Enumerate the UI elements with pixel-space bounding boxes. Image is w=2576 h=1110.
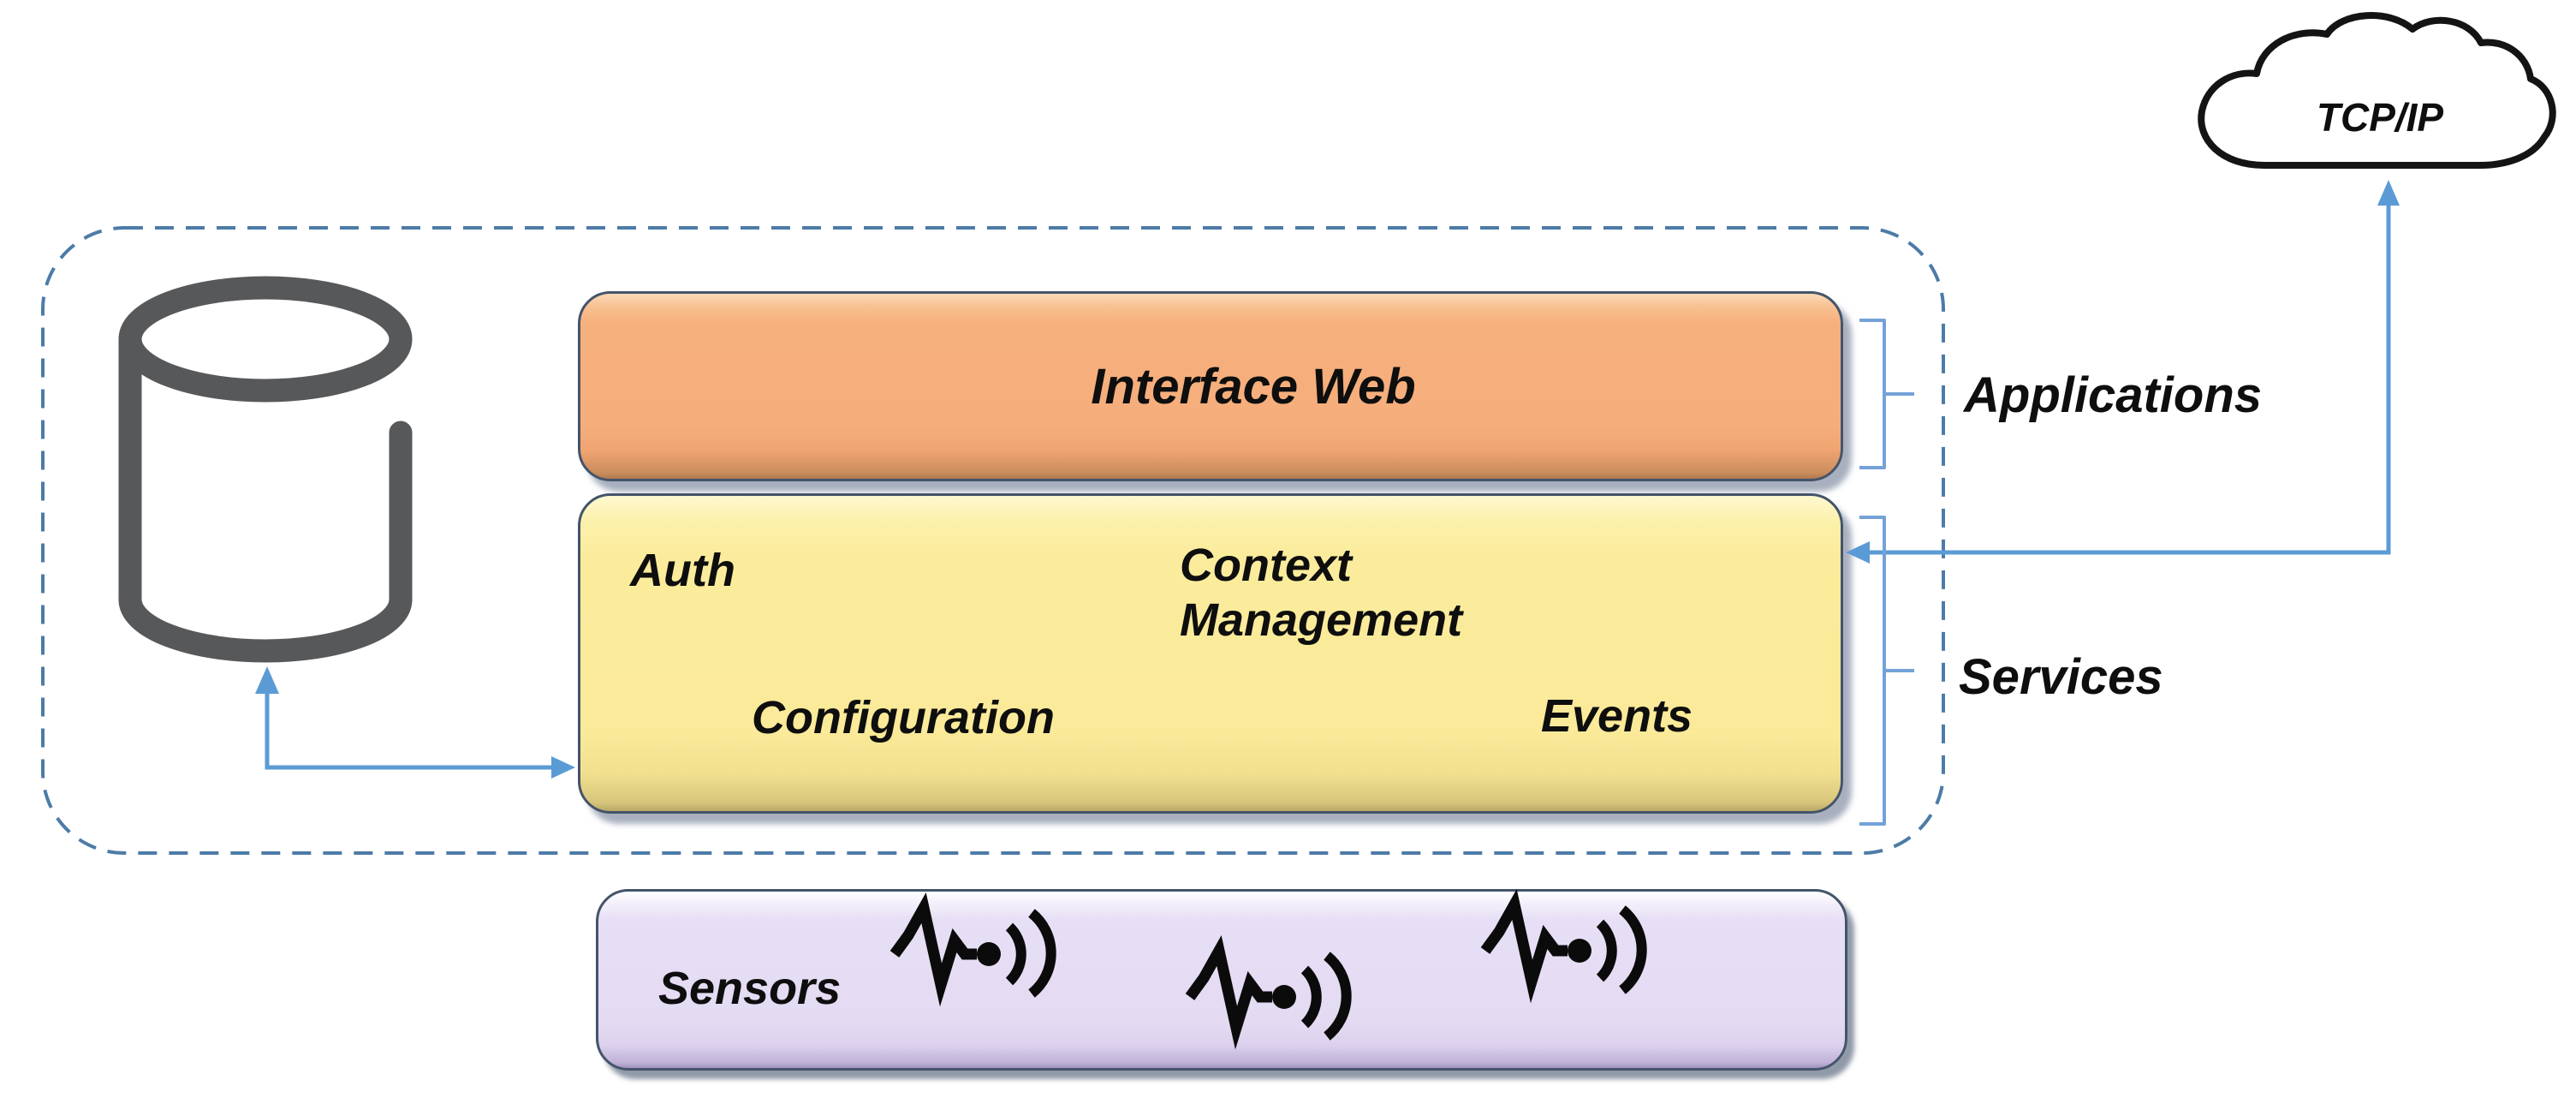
sensors-box: Sensors [596,889,1847,1071]
interface-web-label: Interface Web [1091,358,1416,415]
services-group-label: Services [1959,649,2163,705]
auth-label: Auth [630,545,735,596]
services-box: Auth Context Management Configuration Ev… [578,493,1843,814]
events-label: Events [1541,690,1693,742]
arrowhead-right-services [551,756,575,779]
cloud-icon [2198,12,2556,169]
interface-web-box: Interface Web [578,291,1843,481]
sensors-label: Sensors [658,963,842,1014]
configuration-label: Configuration [752,692,1055,743]
services-bracket [1859,516,1914,826]
arrowhead-up-database [255,666,279,694]
arrowhead-left-services [1846,541,1870,564]
arrowhead-up-cloud [2377,180,2400,206]
tcpip-cloud-label: TCP/IP [2316,95,2444,140]
connector-services-database [255,666,575,779]
context-management-label: Context Management [1180,540,1463,646]
applications-group-label: Applications [1964,367,2263,423]
database-cylinder-icon [118,276,413,663]
